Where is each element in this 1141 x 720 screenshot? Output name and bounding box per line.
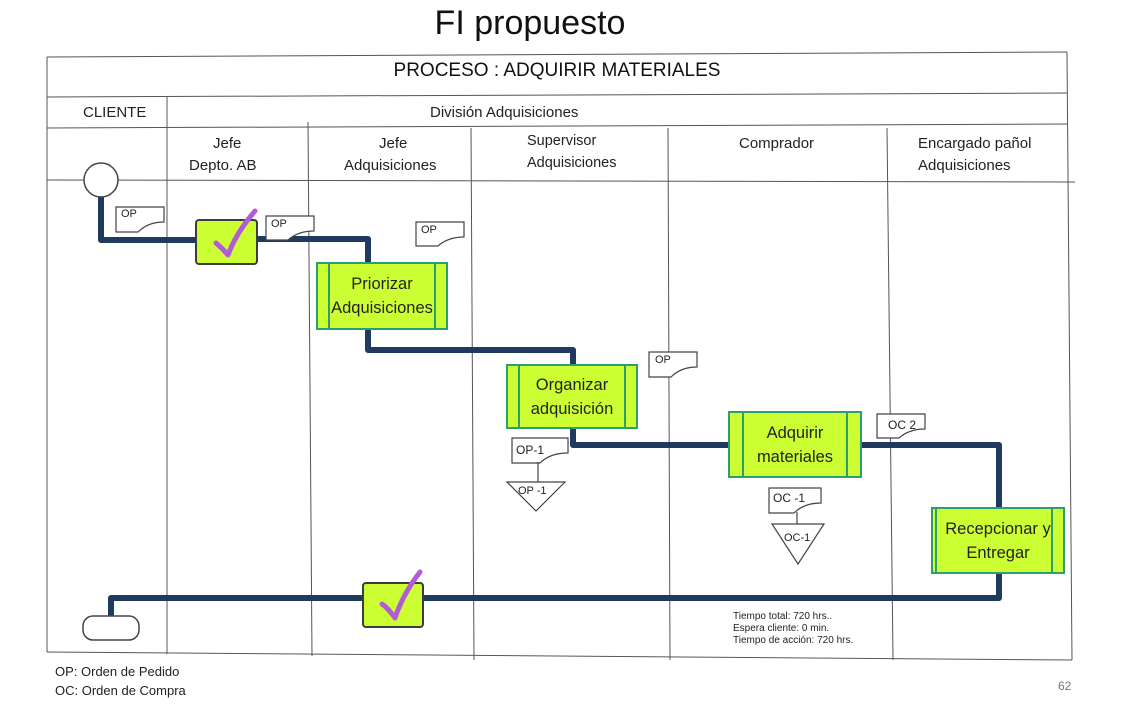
lane-label-line: Comprador [739,135,815,152]
check-icon [213,208,258,258]
box-side-bar [434,264,436,328]
document-icon [415,221,465,247]
activity-label-line: adquisición [530,399,614,418]
box-side-bar [328,264,330,328]
process-title: PROCESO : ADQUIRIR MATERIALES [393,60,721,81]
activity-label-line: Adquisiciones [331,299,433,317]
activity-label-line: Priorizar [351,275,413,293]
activity-recepcionar[interactable]: Recepcionar y Entregar [931,507,1065,574]
archive-icon [505,481,567,512]
activity-label: Organizar adquisición [531,373,614,421]
lane-label-line: Adquisiciones [918,157,1011,174]
document-label: OP [421,224,437,236]
time-note-line: Tiempo total: 720 hrs.. [733,611,833,622]
lane-label-line: Supervisor [527,133,597,149]
document-icon [511,437,569,464]
lane-jefe-depto: Jefe Depto. AB [189,133,299,177]
activity-label: Adquirir materiales [757,421,833,469]
document-label: OC 2 [888,418,917,432]
lane-label-line: Adquisiciones [344,157,437,174]
document-label: OP [271,218,287,230]
lane-encargado: Encargado pañol Adquisiciones [918,133,1068,177]
division-header: División Adquisiciones [430,104,579,121]
page-number: 62 [1058,679,1072,693]
activity-label-line: Recepcionar y [945,519,1051,538]
archive-label: OC-1 [784,532,811,544]
box-side-bar [1051,509,1053,572]
lane-label-line: Depto. AB [189,157,257,174]
time-note-line: Espera cliente: 0 min. [733,623,830,634]
approval-check-box[interactable] [362,569,424,628]
legend-item: OC: Orden de Compra [55,683,186,698]
box-side-bar [742,413,744,476]
archive-label: OP -1 [518,485,547,497]
activity-label-line: materiales [756,447,834,466]
time-note-line: Tiempo de acción: 720 hrs. [733,635,854,646]
lane-comprador: Comprador [739,133,859,155]
document-icon [648,351,698,378]
start-terminal [83,162,119,198]
flow-line [98,196,1002,618]
box-side-bar [935,509,937,572]
time-notes: Tiempo total: 720 hrs.. Espera cliente: … [733,611,853,647]
document-icon [876,413,926,439]
lane-supervisor: Supervisor Adquisiciones [527,130,657,174]
document-label: OP [655,354,671,366]
lane-label-line: Jefe [379,135,408,152]
end-terminal [82,615,140,641]
archive-icon [770,523,826,566]
document-icon [115,206,165,233]
lane-label-line: Jefe [213,135,242,152]
document-label: OP [121,208,137,220]
box-side-bar [518,366,520,427]
document-icon [768,487,822,514]
activity-label-line: Entregar [966,543,1030,562]
activity-label: Priorizar Adquisiciones [331,272,433,320]
legend: OP: Orden de Pedido OC: Orden de Compra [55,662,186,700]
box-side-bar [846,413,848,476]
lane-label-line: Encargado pañol [918,135,1032,152]
client-header: CLIENTE [83,104,147,121]
document-icon [265,215,315,241]
legend-item: OP: Orden de Pedido [55,664,180,679]
activity-organizar[interactable]: Organizar adquisición [506,364,638,429]
approval-check-box[interactable] [195,208,258,265]
box-side-bar [624,366,626,427]
check-icon [379,569,423,621]
page-title: FI propuesto [434,4,626,42]
activity-adquirir[interactable]: Adquirir materiales [728,411,862,478]
document-label: OC -1 [773,491,806,505]
document-label: OP-1 [516,443,545,457]
activity-label-line: Adquirir [766,423,824,442]
activity-priorizar[interactable]: Priorizar Adquisiciones [316,262,448,330]
lane-jefe-adquisiciones: Jefe Adquisiciones [344,133,464,177]
activity-label: Recepcionar y Entregar [945,517,1050,565]
activity-label-line: Organizar [535,375,609,394]
lane-label-line: Adquisiciones [527,155,617,171]
